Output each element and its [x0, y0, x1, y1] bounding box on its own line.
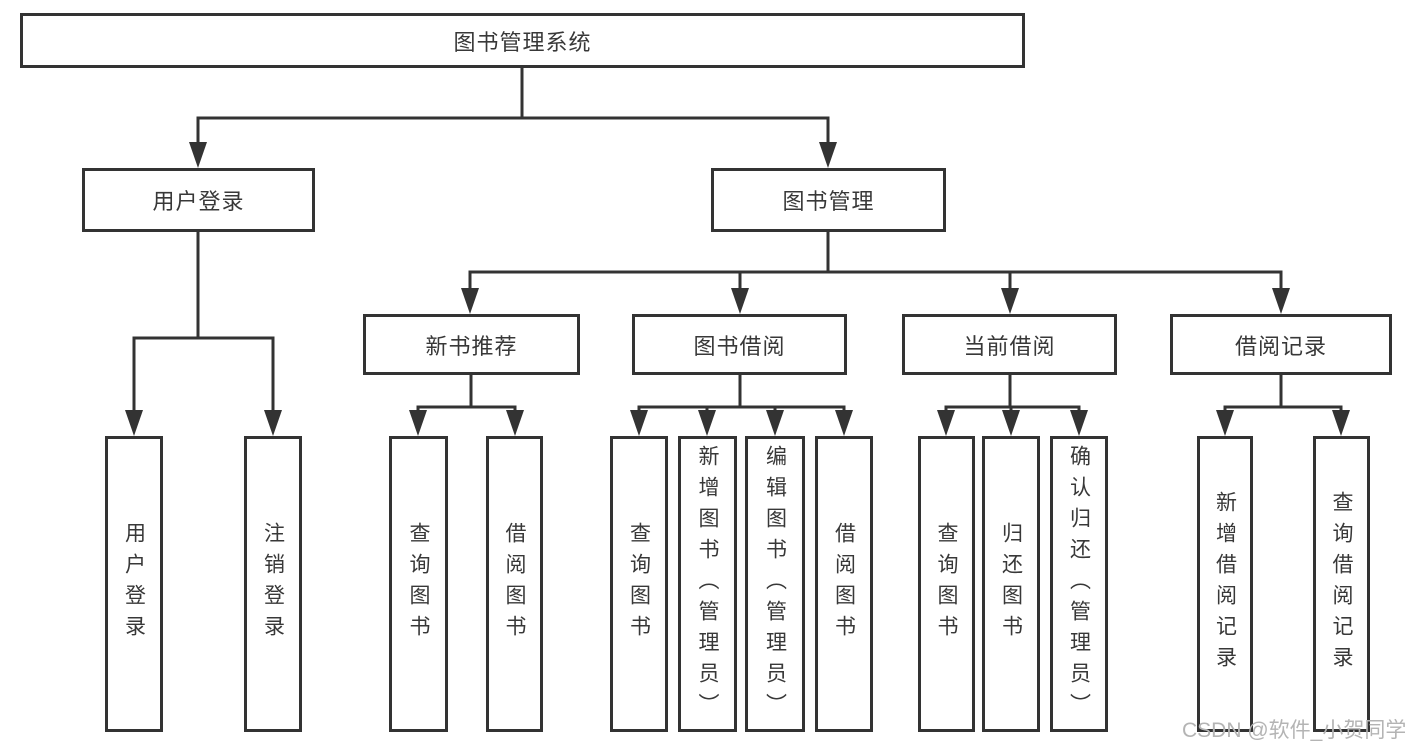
connector-user-login-children — [125, 232, 282, 436]
leaf-query-books-3: 查询图书 — [918, 436, 975, 732]
leaf-query-borrow-record: 查询借阅记录 — [1313, 436, 1370, 732]
node-book-borrowing: 图书借阅 — [632, 314, 847, 375]
node-new-book-recommend: 新书推荐 — [363, 314, 580, 375]
connector-current-borrowing-children — [937, 375, 1088, 436]
connector-borrowing-records-children — [1216, 375, 1350, 436]
connector-book-management-children — [461, 232, 1290, 314]
leaf-query-books-1: 查询图书 — [389, 436, 448, 732]
leaf-borrow-books-1: 借阅图书 — [486, 436, 543, 732]
leaf-add-borrow-record: 新增借阅记录 — [1197, 436, 1253, 732]
connector-new-book-recommend-children — [409, 375, 524, 436]
node-user-login: 用户登录 — [82, 168, 315, 232]
leaf-user-login: 用户登录 — [105, 436, 163, 732]
connector-root-to-level2 — [189, 68, 837, 168]
csdn-watermark: CSDN @软件_小贺同学 — [1182, 719, 1405, 742]
leaf-edit-book-admin: 编辑图书（管理员） — [745, 436, 805, 732]
leaf-logout: 注销登录 — [244, 436, 302, 732]
connector-book-borrowing-children — [630, 375, 853, 436]
node-library-system: 图书管理系统 — [20, 13, 1025, 68]
leaf-confirm-return-admin: 确认归还（管理员） — [1050, 436, 1108, 732]
leaf-borrow-books-2: 借阅图书 — [815, 436, 873, 732]
node-current-borrowing: 当前借阅 — [902, 314, 1117, 375]
leaf-query-books-2: 查询图书 — [610, 436, 668, 732]
leaf-return-books: 归还图书 — [982, 436, 1040, 732]
node-borrowing-records: 借阅记录 — [1170, 314, 1392, 375]
leaf-add-book-admin: 新增图书（管理员） — [678, 436, 737, 732]
node-book-management: 图书管理 — [711, 168, 946, 232]
